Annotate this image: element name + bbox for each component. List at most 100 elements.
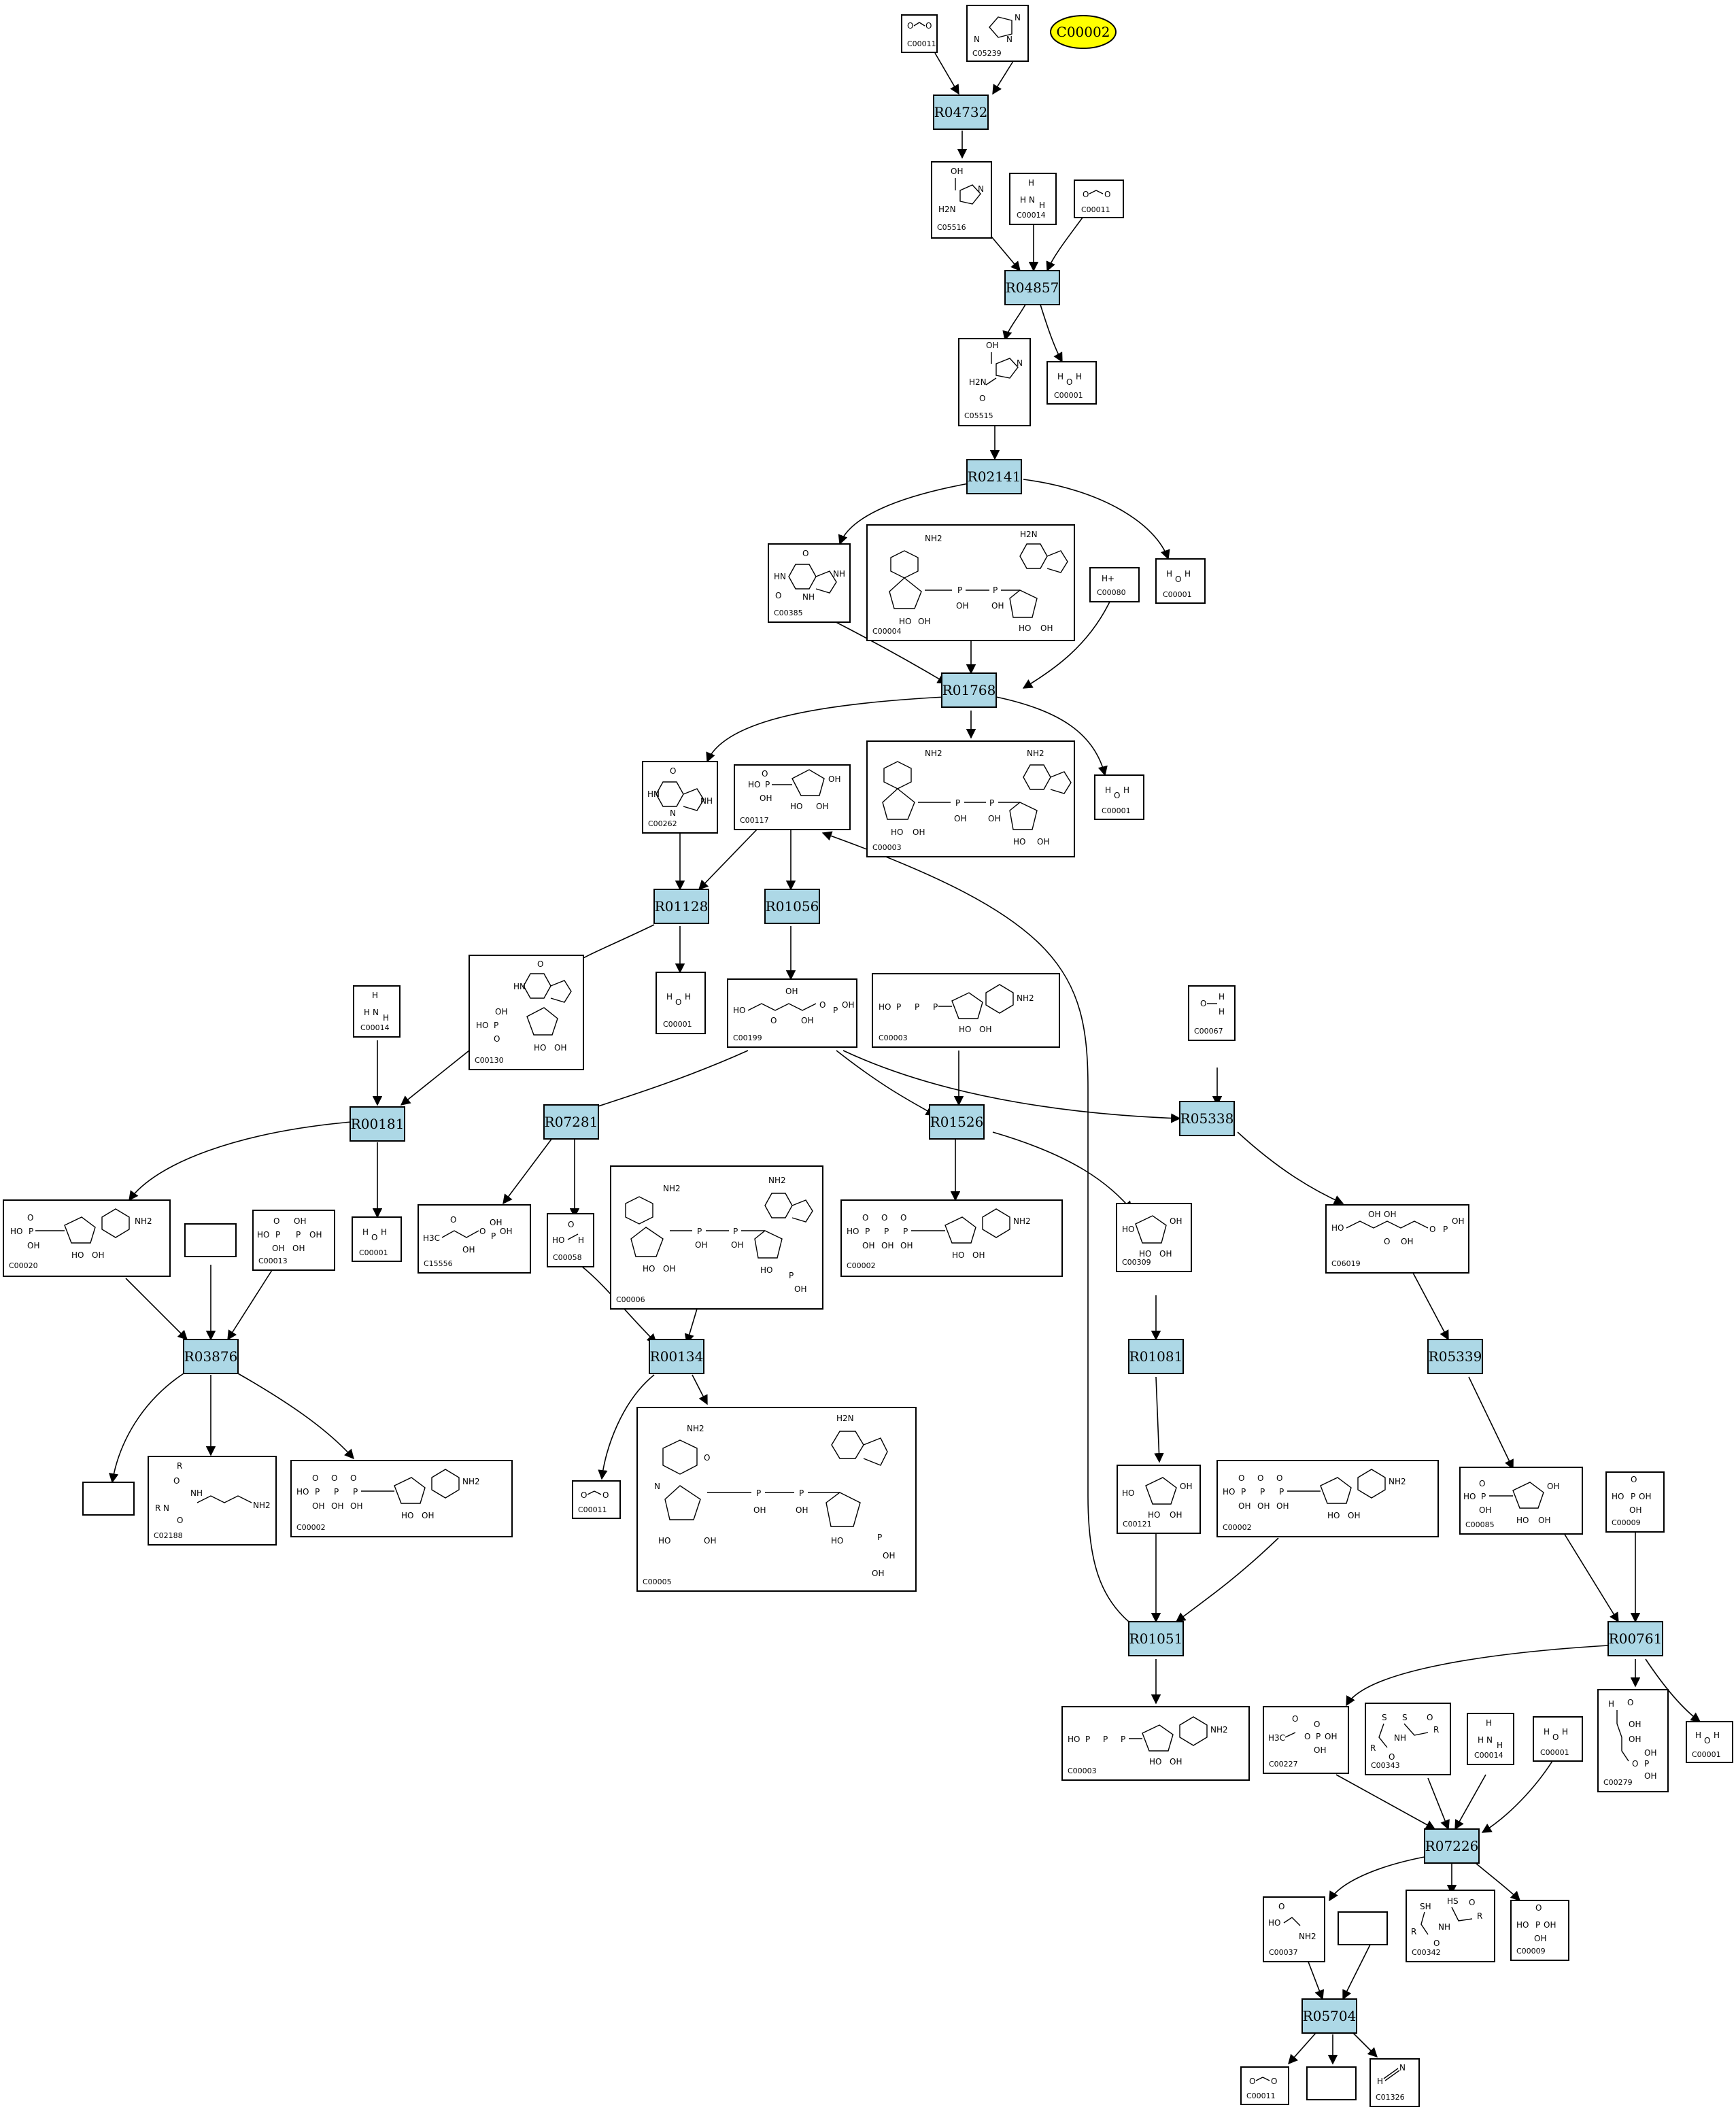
blank-node-c[interactable] [1338,1911,1388,1945]
reaction-r00134[interactable]: R00134 [649,1339,704,1374]
compound-id: C00342 [1412,1948,1441,1957]
blank-node-b[interactable] [82,1482,135,1516]
compound-c00001-d[interactable]: HOH C00001 [656,972,706,1034]
compound-c00001-b[interactable]: HOH C00001 [1155,558,1206,604]
compound-c00001-e[interactable]: HOH C00001 [352,1216,402,1262]
reaction-r00181[interactable]: R00181 [350,1106,405,1142]
reaction-r05339[interactable]: R05339 [1427,1339,1483,1374]
svg-text:H: H [1544,1727,1550,1737]
svg-text:OH: OH [500,1227,512,1236]
svg-text:H: H [666,992,673,1002]
svg-text:H: H [685,992,691,1002]
reaction-r01128[interactable]: R01128 [653,889,709,924]
water-structure: HOH [1166,569,1191,584]
compound-id: C05515 [964,411,993,420]
blank-node-d[interactable] [1306,2066,1357,2100]
reaction-label: R07226 [1425,1838,1479,1854]
svg-text:OH: OH [1170,1757,1182,1767]
compound-c05515[interactable]: OH H2N ON C05515 [958,338,1031,426]
reaction-r07226[interactable]: R07226 [1424,1828,1480,1864]
reaction-r05704[interactable]: R05704 [1301,1998,1357,2034]
compound-c00067[interactable]: OHH C00067 [1188,985,1236,1041]
start-node[interactable]: C00002 [1050,15,1117,49]
compound-c00037[interactable]: OHO NH2 C00037 [1263,1896,1325,1962]
svg-text:H: H [1478,1735,1484,1745]
reaction-r01051[interactable]: R01051 [1128,1621,1184,1656]
compound-c00080[interactable]: H+ C00080 [1089,567,1140,602]
reaction-r04732[interactable]: R04732 [933,95,989,130]
svg-text:NH2: NH2 [1210,1725,1228,1735]
reaction-r01081[interactable]: R01081 [1128,1339,1184,1374]
reaction-r03876[interactable]: R03876 [183,1339,239,1374]
reaction-r04857[interactable]: R04857 [1004,270,1060,305]
svg-text:OH: OH [881,1241,893,1250]
svg-text:OH: OH [1629,1505,1641,1515]
reaction-r00761[interactable]: R00761 [1607,1621,1663,1656]
svg-text:P: P [896,1002,901,1012]
reaction-r01526[interactable]: R01526 [929,1104,985,1140]
compound-c00001-c[interactable]: HOH C00001 [1094,774,1144,820]
svg-text:H: H [1039,201,1045,210]
svg-text:R: R [155,1503,160,1513]
svg-text:HO: HO [831,1536,843,1546]
svg-text:HO: HO [847,1227,859,1236]
reaction-label: R02141 [968,468,1021,485]
svg-text:H: H [1497,1741,1503,1750]
blank-node-a[interactable] [184,1223,237,1257]
svg-text:O: O [1535,1903,1542,1913]
svg-text:O: O [1292,1714,1298,1724]
reaction-r05338[interactable]: R05338 [1179,1101,1235,1136]
reaction-r01056[interactable]: R01056 [764,889,820,924]
reaction-r02141[interactable]: R02141 [966,459,1022,494]
compound-c00001-f[interactable]: HOH C00001 [1533,1716,1583,1762]
compound-c00001-a[interactable]: HOH C00001 [1046,361,1097,405]
reaction-r07281[interactable]: R07281 [543,1104,599,1140]
edge [934,52,959,95]
compound-c00001-g[interactable]: HOH C00001 [1686,1721,1733,1763]
reaction-r01768[interactable]: R01768 [941,672,997,708]
compound-c01326[interactable]: HN C01326 [1369,2058,1420,2107]
edge [1040,304,1063,363]
